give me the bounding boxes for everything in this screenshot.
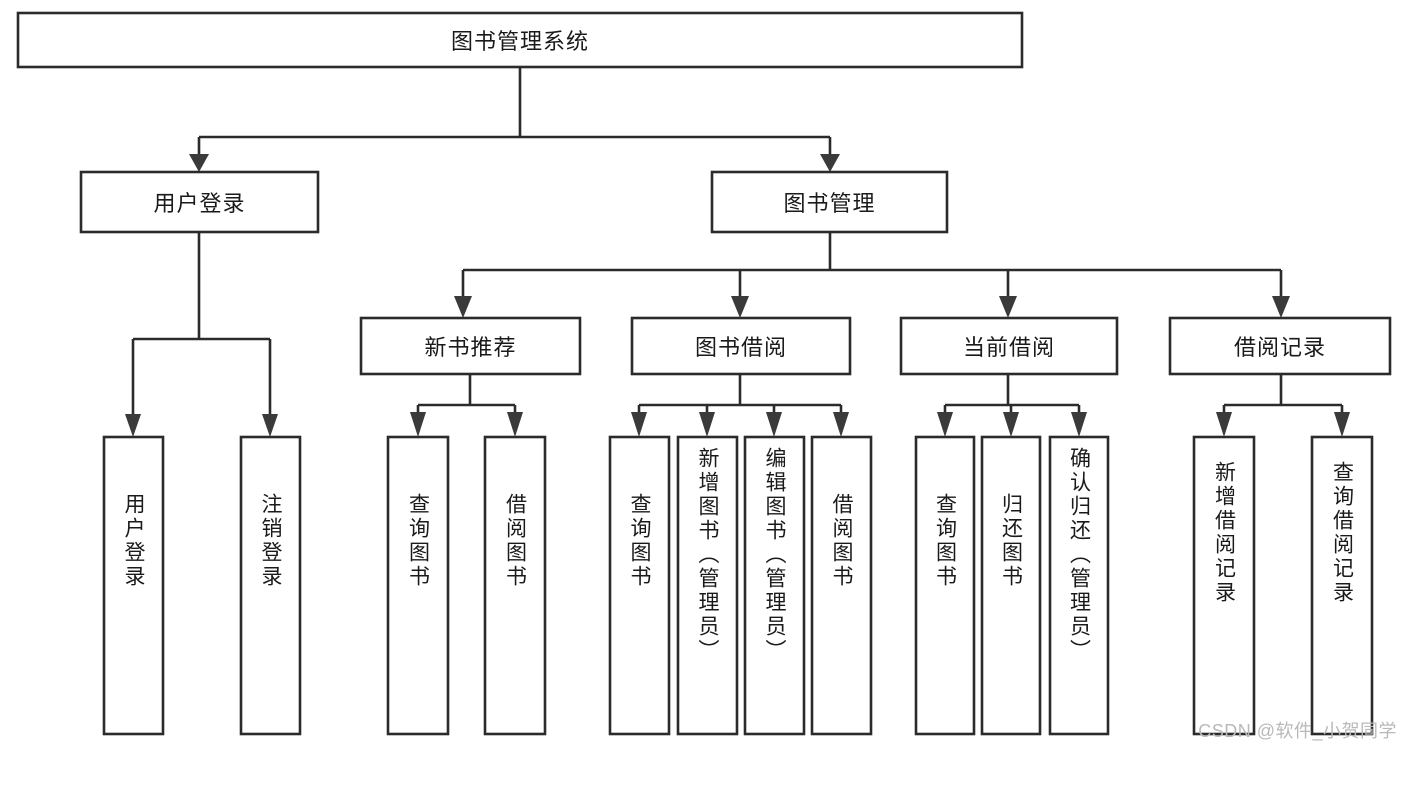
arrow-head-icon [1334, 412, 1350, 437]
node-box-leaf-query-borrow-record[interactable] [1310, 435, 1374, 736]
connector-group-book-borrow [631, 374, 849, 437]
arrow-head-icon [631, 412, 647, 437]
connector-group-new-book [410, 374, 523, 437]
arrow-head-icon [454, 296, 472, 318]
connector-group-root [189, 67, 840, 172]
arrow-head-icon [833, 412, 849, 437]
arrow-head-icon [937, 412, 953, 437]
arrow-head-icon [1003, 412, 1019, 437]
node-box-borrow-records[interactable] [1168, 316, 1392, 376]
node-box-book-management[interactable] [710, 170, 949, 234]
node-box-leaf-query-book-3[interactable] [914, 435, 976, 736]
arrow-head-icon [125, 414, 141, 437]
node-box-leaf-logout[interactable] [239, 435, 302, 736]
arrow-head-icon [410, 412, 426, 437]
node-box-leaf-return-book[interactable] [980, 435, 1042, 736]
arrow-head-icon [820, 154, 840, 172]
arrow-head-icon [189, 154, 209, 172]
arrow-head-icon [766, 412, 782, 437]
arrow-head-icon [1071, 412, 1087, 437]
node-box-leaf-user-login[interactable] [102, 435, 165, 736]
node-box-root[interactable] [16, 11, 1024, 69]
arrow-head-icon [999, 296, 1017, 318]
node-box-leaf-edit-book-admin[interactable] [743, 435, 806, 736]
node-box-new-book-recommend[interactable] [359, 316, 582, 376]
connector-group-book-mgmt [454, 232, 1290, 318]
node-box-leaf-add-borrow-record[interactable] [1192, 435, 1256, 736]
arrow-head-icon [699, 412, 715, 437]
connector-group-borrow-records [1216, 374, 1350, 437]
node-box-leaf-query-book-2[interactable] [608, 435, 671, 736]
node-box-leaf-borrow-book-2[interactable] [810, 435, 873, 736]
tree-diagram-svg [16, 11, 1392, 736]
connector-group-user-login [125, 232, 278, 437]
arrow-head-icon [731, 296, 749, 318]
node-box-leaf-query-book-1[interactable] [386, 435, 450, 736]
connector-group-current-borrow [937, 374, 1087, 437]
node-box-current-borrow[interactable] [899, 316, 1119, 376]
arrow-head-icon [507, 412, 523, 437]
arrow-head-icon [1216, 412, 1232, 437]
node-box-leaf-borrow-book-1[interactable] [483, 435, 547, 736]
node-box-leaf-confirm-return-admin[interactable] [1048, 435, 1110, 736]
node-box-leaf-add-book-admin[interactable] [676, 435, 739, 736]
arrow-head-icon [1272, 296, 1290, 318]
diagram-canvas: 图书管理系统 用户登录 图书管理 新书推荐 图书借阅 当前借阅 借阅记录 用户登… [16, 11, 1397, 741]
node-box-user-login[interactable] [79, 170, 320, 234]
node-box-book-borrow[interactable] [630, 316, 852, 376]
arrow-head-icon [262, 414, 278, 437]
